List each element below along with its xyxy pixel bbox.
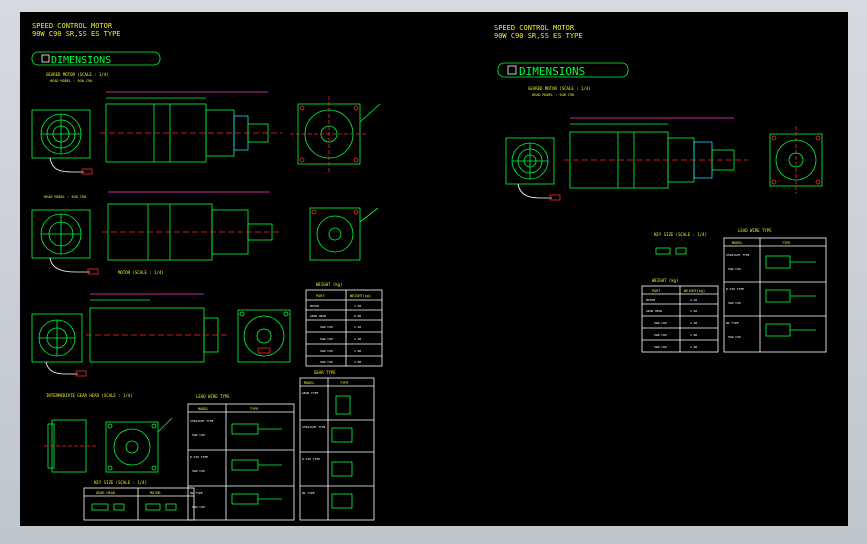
sheet1-section-label-box — [31, 51, 161, 66]
sheet1-gear-type-rows: GEAR TYPE STRAIGHT TYPE R-STD TYPE NA TY… — [300, 391, 374, 509]
sheet1-note-head-model: HEAD MODEL : 5GN C90 — [50, 79, 92, 83]
list-item: R-STD TYPE — [190, 455, 208, 459]
gearhead-front-view — [105, 421, 159, 473]
table-row: 5GN C90 — [654, 345, 667, 349]
sheet1-section-checkbox — [41, 54, 50, 63]
sheet1-weight-header-weight: WEIGHT(kg) — [350, 294, 371, 298]
sheet2-weight-title: WEIGHT (kg) — [652, 278, 679, 283]
table-row: 1.80 — [354, 360, 361, 364]
sheet2-weight-rows: MOTOR 2.20 GEAR HEAD 1.60 5GN C90 1.60 5… — [642, 298, 718, 349]
sheet2-section-checkbox — [507, 65, 517, 75]
list-item: NA TYPE — [302, 491, 315, 495]
sheet1-lead2-header-type: TYPE — [340, 381, 348, 385]
sheet2-lead-rows: STRAIGHT TYPE 5GN C90 R-STD TYPE 5GN C90… — [724, 253, 826, 339]
table-row: MOTOR — [310, 304, 319, 308]
table-row: MOTOR — [646, 298, 655, 302]
sheet1-section-label: DIMENSIONS — [51, 55, 111, 66]
table-row: 1.60 — [690, 309, 697, 313]
table-row: GEAR HEAD — [310, 314, 326, 318]
sheet2-lead-table — [723, 237, 827, 353]
sheet1-lead-header-model: MODEL — [198, 407, 209, 411]
sheet1-lead2-title: GEAR TYPE — [314, 370, 336, 375]
table-row: 1.60 — [354, 304, 361, 308]
motor3-front-face — [237, 309, 291, 363]
list-item: NA TYPE — [726, 321, 739, 325]
sheet1-lead-rows: STRAIGHT TYPE 5GN C90 R-STD TYPE 5GN C90… — [188, 419, 294, 509]
table-row: 1.60 — [690, 321, 697, 325]
list-item: 5GN C90 — [192, 433, 205, 437]
motor4-fan-face — [505, 137, 555, 185]
sheet2-section-label-box — [497, 62, 629, 78]
sheet1-note-key-size: KEY SIZE (SCALE : 1/4) — [94, 480, 147, 485]
sheet2-lead-header-type: TYPE — [782, 241, 790, 245]
sheet1-lead2-header-model: MODEL — [304, 381, 315, 385]
list-item: R-STD TYPE — [726, 287, 744, 291]
sheet1-lead-table — [187, 403, 295, 521]
list-item: 5GN C90 — [192, 505, 205, 509]
table-row: 2.20 — [690, 298, 697, 302]
sheet2-title-line2: 90W C90 SR,SS ES TYPE — [494, 32, 583, 40]
list-item: GEAR TYPE — [302, 391, 318, 395]
table-row: 5GN C90 — [320, 325, 333, 329]
motor3-fan-face — [31, 313, 83, 363]
table-row: 1.80 — [354, 349, 361, 353]
list-item: 5GN C90 — [728, 335, 741, 339]
list-item: STRAIGHT TYPE — [726, 253, 750, 257]
motor2-front-face — [309, 207, 361, 261]
sheet1-key-table — [83, 487, 195, 521]
cad-drawing: SPEED CONTROL MOTOR 90W C90 SR,SS ES TYP… — [31, 22, 827, 521]
list-item: 5GN C90 — [728, 267, 741, 271]
sheet1-note-geared-motor: GEARED MOTOR (SCALE : 1/4) — [46, 72, 109, 77]
sheet1-weight-table — [305, 289, 383, 367]
key-size-drawing — [655, 247, 671, 255]
cad-drawing-canvas[interactable]: SPEED CONTROL MOTOR 90W C90 SR,SS ES TYP… — [20, 12, 848, 526]
motor1-lead-wire — [49, 157, 84, 173]
sheet1-note-intermediate: INTERMEDIATE GEAR HEAD (SCALE : 1/4) — [46, 393, 133, 398]
sheet2-note-head-model: HEAD MODEL : 5GN C90 — [532, 93, 574, 97]
sheet2-note-key-size: KEY SIZE (SCALE : 1/4) — [654, 232, 707, 237]
sheet2-lead-header-model: MODEL — [732, 241, 743, 245]
sheet-2: SPEED CONTROL MOTOR 90W C90 SR,SS ES TYP… — [494, 24, 827, 353]
sheet1-title-line2: 90W C90 SR,SS ES TYPE — [32, 30, 121, 38]
motor1-fan-face — [31, 109, 91, 159]
sheet1-weight-header-part: PART — [316, 294, 325, 298]
table-row: 1.60 — [354, 337, 361, 341]
sheet1-weight-title: WEIGHT (kg) — [316, 282, 343, 287]
table-row: 1.80 — [690, 345, 697, 349]
table-row: 5GN C90 — [654, 333, 667, 337]
sheet2-section-label: DIMENSIONS — [519, 65, 585, 78]
table-row: 0.80 — [354, 314, 361, 318]
table-row: 1.80 — [690, 333, 697, 337]
table-row: GEAR HEAD — [646, 309, 662, 313]
sheet1-key-header-gearhead: GEAR HEAD — [96, 491, 115, 495]
list-item: STRAIGHT TYPE — [302, 425, 326, 429]
table-row: 5GN C90 — [320, 337, 333, 341]
list-item: R-STD TYPE — [302, 457, 320, 461]
sheet-1: SPEED CONTROL MOTOR 90W C90 SR,SS ES TYP… — [31, 22, 383, 521]
sheet1-note-head-model-2: HEAD MODEL : 5GN C90 — [44, 195, 86, 199]
sheet1-gear-type-table — [299, 377, 375, 521]
sheet2-title-line1: SPEED CONTROL MOTOR — [494, 24, 575, 32]
table-row: 5GN C90 — [320, 349, 333, 353]
list-item: NA TYPE — [190, 491, 203, 495]
sheet1-key-header-motor: MOTOR — [150, 491, 161, 495]
list-item: 5GN C90 — [728, 301, 741, 305]
sheet1-lead-header-type: TYPE — [250, 407, 258, 411]
sheet2-lead-title: LEAD WIRE TYPE — [738, 228, 772, 233]
list-item: 5GN C90 — [192, 469, 205, 473]
table-row: 5GN C90 — [654, 321, 667, 325]
sheet1-lead-title: LEAD WIRE TYPE — [196, 394, 230, 399]
sheet2-weight-header-weight: WEIGHT(kg) — [684, 289, 705, 293]
motor2-fan-face — [31, 209, 91, 259]
sheet1-title-line1: SPEED CONTROL MOTOR — [32, 22, 113, 30]
table-row: 5GN C90 — [320, 360, 333, 364]
sheet2-note-geared-motor: GEARED MOTOR (SCALE : 1/4) — [528, 86, 591, 91]
sheet1-note-motor: MOTOR (SCALE : 1/4) — [118, 270, 164, 275]
table-row: 1.20 — [354, 325, 361, 329]
list-item: STRAIGHT TYPE — [190, 419, 214, 423]
sheet1-weight-rows: MOTOR 1.60 GEAR HEAD 0.80 5GN C90 1.20 5… — [306, 304, 382, 364]
sheet2-weight-header-part: PART — [652, 289, 661, 293]
